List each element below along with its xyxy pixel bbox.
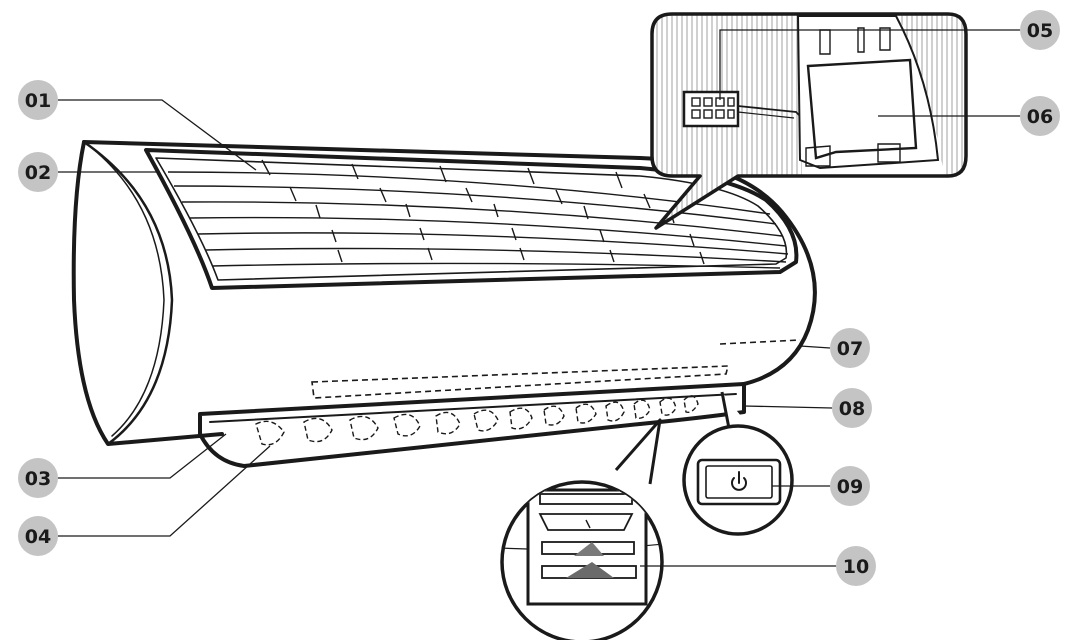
callout-label-02: 02 xyxy=(25,162,51,184)
callout-09: 09 xyxy=(830,466,870,506)
callout-04: 04 xyxy=(18,516,58,556)
callout-02: 02 xyxy=(18,152,58,192)
callout-label-08: 08 xyxy=(839,398,865,420)
callout-label-03: 03 xyxy=(25,468,51,490)
callout-06: 06 xyxy=(1020,96,1060,136)
callout-label-06: 06 xyxy=(1027,106,1053,128)
callout-01: 01 xyxy=(18,80,58,120)
leader-line-07 xyxy=(800,346,830,348)
callout-label-10: 10 xyxy=(843,556,869,578)
callout-label-05: 05 xyxy=(1027,20,1053,42)
leader-line-04 xyxy=(58,446,270,536)
electrical-box-inset xyxy=(650,12,970,232)
emergency-button-circle xyxy=(684,392,792,534)
callout-label-09: 09 xyxy=(837,476,863,498)
vertical-vanes xyxy=(256,396,698,445)
callout-label-07: 07 xyxy=(837,338,863,360)
callout-08: 08 xyxy=(832,388,872,428)
callout-07: 07 xyxy=(830,328,870,368)
callout-05: 05 xyxy=(1020,10,1060,50)
callout-10: 10 xyxy=(836,546,876,586)
callout-03: 03 xyxy=(18,458,58,498)
callout-label-01: 01 xyxy=(25,90,51,112)
louver-detail-circle xyxy=(500,420,664,640)
leader-line-08 xyxy=(744,406,832,408)
callout-label-04: 04 xyxy=(25,526,51,548)
